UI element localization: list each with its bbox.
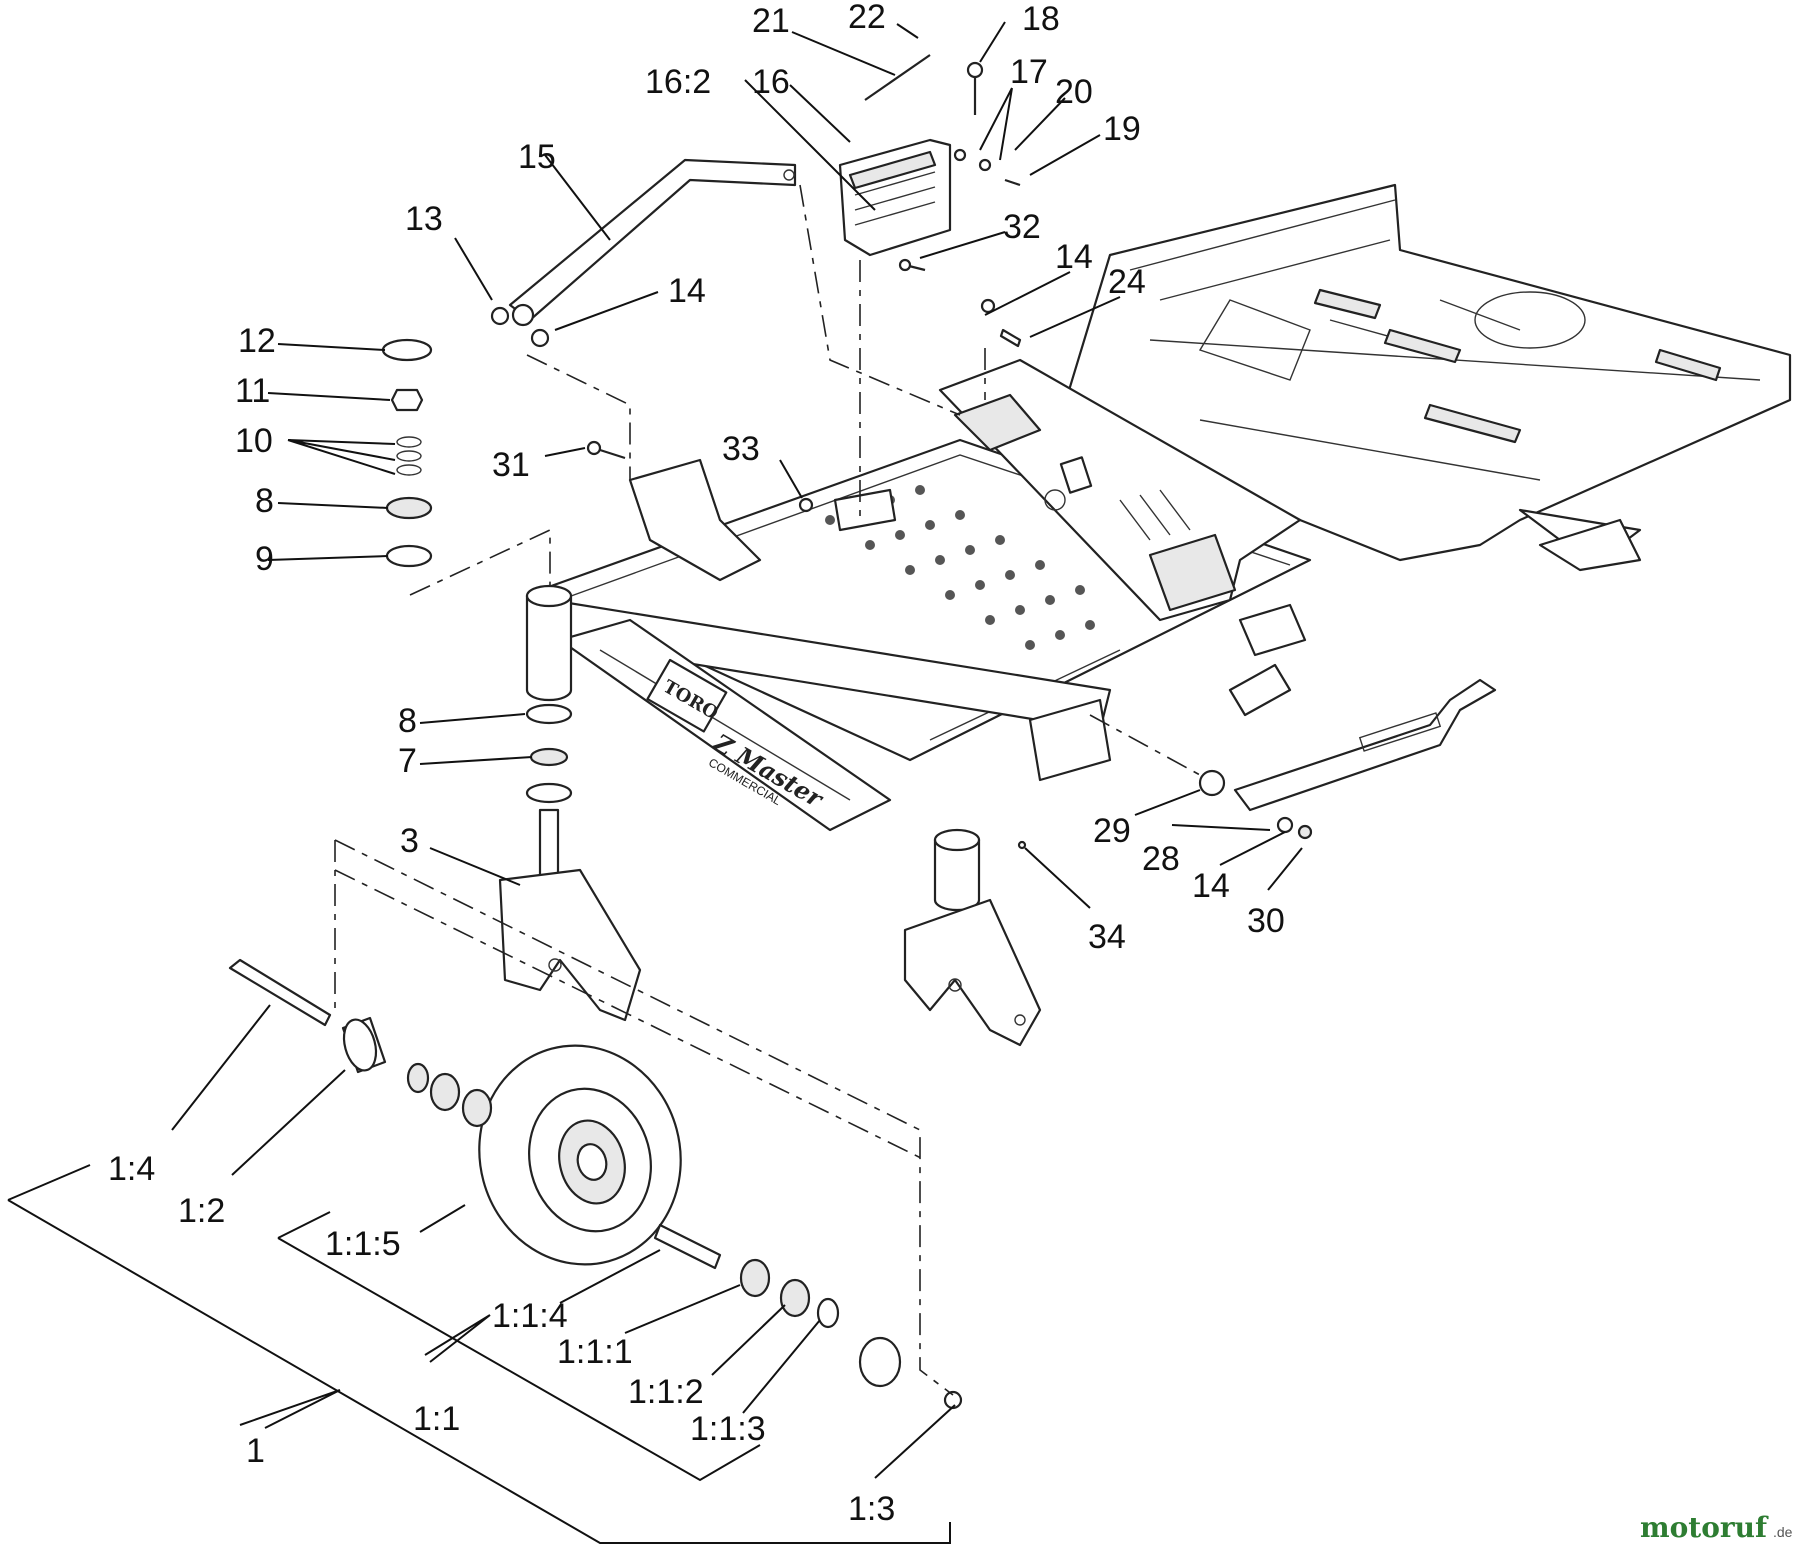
callout-1-1: 1:1 bbox=[413, 1400, 460, 1438]
callout-1-1-3: 1:1:3 bbox=[690, 1410, 766, 1448]
callout-16: 16 bbox=[752, 63, 790, 101]
small-hardware bbox=[490, 54, 1027, 850]
callout-24: 24 bbox=[1108, 263, 1146, 301]
callout-30: 30 bbox=[1247, 902, 1285, 940]
callout-15: 15 bbox=[518, 138, 556, 176]
callout-20: 20 bbox=[1055, 73, 1093, 111]
callout-14-c: 14 bbox=[1192, 867, 1230, 905]
left-caster-tube bbox=[525, 584, 573, 702]
callout-10: 10 bbox=[235, 422, 273, 460]
callout-14-a: 14 bbox=[668, 272, 706, 310]
leader-lines bbox=[7, 21, 1303, 1544]
callout-31: 31 bbox=[492, 446, 530, 484]
callout-28: 28 bbox=[1142, 840, 1180, 878]
callout-22: 22 bbox=[848, 0, 886, 36]
callout-1: 1 bbox=[246, 1432, 265, 1470]
assembly-lines bbox=[334, 184, 1201, 1396]
callouts: 21 22 18 17 20 19 16:2 16 15 13 32 14 14… bbox=[108, 0, 1285, 1528]
front-wheel bbox=[478, 1044, 682, 1266]
callout-17: 17 bbox=[1010, 53, 1048, 91]
watermark-name: motoruf bbox=[1640, 1511, 1769, 1544]
control-handle bbox=[508, 158, 797, 327]
chassis-frame: TORO Z Master COMMERCIAL bbox=[525, 183, 1792, 1047]
wheel-hardware bbox=[228, 958, 963, 1410]
callout-16-2: 16:2 bbox=[645, 63, 711, 101]
panel-box bbox=[838, 138, 952, 257]
watermark-tld: .de bbox=[1773, 1524, 1793, 1540]
callout-7: 7 bbox=[398, 742, 417, 780]
callout-21: 21 bbox=[752, 2, 790, 40]
callout-8-b: 8 bbox=[398, 702, 417, 740]
watermark: motoruf .de bbox=[1640, 1511, 1793, 1544]
callout-1-3: 1:3 bbox=[848, 1490, 895, 1528]
callout-8-a: 8 bbox=[255, 482, 274, 520]
callout-32: 32 bbox=[1003, 208, 1041, 246]
left-caster-stack bbox=[381, 338, 573, 882]
callout-9: 9 bbox=[255, 540, 274, 578]
callout-29: 29 bbox=[1093, 812, 1131, 850]
callout-34: 34 bbox=[1088, 918, 1126, 956]
callout-1-4: 1:4 bbox=[108, 1150, 155, 1188]
callout-19: 19 bbox=[1103, 110, 1141, 148]
callout-13: 13 bbox=[405, 200, 443, 238]
callout-18: 18 bbox=[1022, 0, 1060, 38]
callout-1-1-5: 1:1:5 bbox=[325, 1225, 401, 1263]
callout-3: 3 bbox=[400, 822, 419, 860]
callout-12: 12 bbox=[238, 322, 276, 360]
callout-1-1-2: 1:1:2 bbox=[628, 1373, 704, 1411]
callout-14-b: 14 bbox=[1055, 238, 1093, 276]
callout-1-1-4: 1:1:4 bbox=[492, 1297, 568, 1335]
right-caster-tube bbox=[933, 828, 981, 912]
left-caster-fork bbox=[498, 868, 642, 1022]
callout-33: 33 bbox=[722, 430, 760, 468]
callout-1-2: 1:2 bbox=[178, 1192, 225, 1230]
callout-1-1-1: 1:1:1 bbox=[557, 1333, 633, 1371]
callout-11: 11 bbox=[235, 372, 270, 410]
